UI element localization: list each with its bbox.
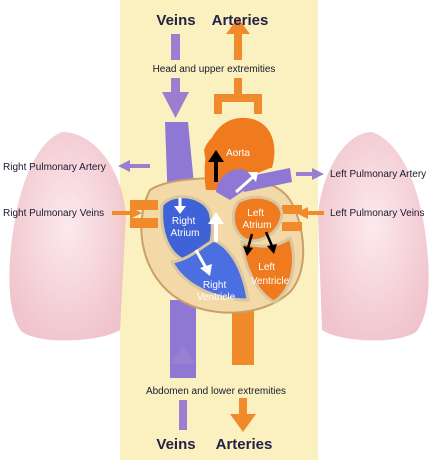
bottom-arteries-label: Arteries	[216, 436, 273, 453]
right-atrium-label-line1: Right	[172, 216, 196, 227]
top-veins-label: Veins	[156, 12, 195, 29]
abdomen-label: Abdomen and lower extremities	[146, 386, 286, 397]
left-ventricle-label-line2: Ventricle	[251, 276, 290, 287]
left-ventricle-label-line1: Left	[258, 262, 275, 273]
left-pulmonary-veins-arrow	[296, 207, 324, 219]
left-atrium-label-line2: Atrium	[243, 220, 272, 231]
head-label: Head and upper extremities	[153, 64, 276, 75]
left-atrium-label: Left Atrium	[243, 208, 272, 231]
top-arteries-label: Arteries	[212, 12, 269, 29]
bottom-veins-arrow	[170, 346, 196, 430]
right-pulmonary-veins-arrow	[112, 207, 142, 219]
pulmonary-artery-arrow	[235, 172, 258, 194]
right-ventricle-label-line1: Right	[203, 280, 227, 291]
left-lung	[318, 132, 429, 341]
right-ventricle-diag-arrow	[194, 249, 212, 276]
upper-artery-branches	[214, 18, 262, 114]
blood-flow-arrows	[174, 150, 277, 276]
right-ventricle-label: Right Ventricle	[197, 280, 236, 303]
bottom-veins-label: Veins	[156, 436, 195, 453]
left-atrium-label-line1: Left	[247, 208, 264, 219]
left-pulmonary-artery-arrow	[296, 168, 324, 180]
right-ventricle-label-line2: Ventricle	[197, 292, 236, 303]
bottom-arteries-arrow	[230, 398, 256, 432]
descending-aorta	[232, 300, 254, 365]
right-lung	[9, 132, 126, 341]
aorta-up-arrow	[208, 150, 224, 182]
right-pulmonary-veins-label: Right Pulmonary Veins	[3, 208, 104, 219]
left-ventricle-label: Left Ventricle	[251, 262, 290, 287]
right-atrium-label: Right Atrium	[171, 216, 200, 239]
left-ventricle-arrows	[243, 231, 277, 256]
left-pulmonary-veins-label: Left Pulmonary Veins	[330, 208, 425, 219]
right-atrium-label-line2: Atrium	[171, 228, 200, 239]
right-atrium-arrows	[174, 198, 186, 214]
left-pulmonary-artery-label: Left Pulmonary Artery	[330, 169, 426, 180]
aorta-label: Aorta	[226, 148, 250, 159]
right-pulmonary-artery-arrow	[118, 160, 150, 172]
right-ventricle-up-arrow	[208, 212, 224, 242]
inferior-vena-cava	[170, 300, 196, 378]
right-pulmonary-artery-label: Right Pulmonary Artery	[3, 162, 106, 173]
